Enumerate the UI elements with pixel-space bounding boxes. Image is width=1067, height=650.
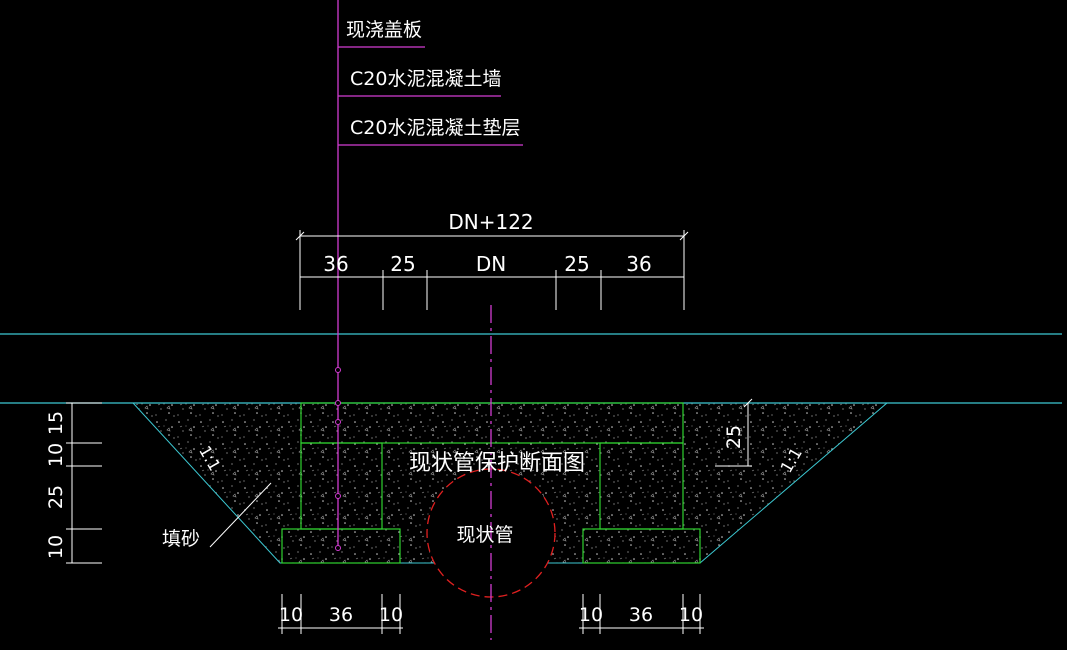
cover-slab [300,402,684,444]
left-dimensions: 15 10 25 10 [45,402,102,564]
callout-cushion: C20水泥混凝土垫层 [350,117,520,139]
callout-wall: C20水泥混凝土墙 [350,68,501,90]
right-dim-label: 25 [723,425,745,449]
bottom-left-dim-2: 36 [329,604,353,626]
dim-seg-1: 36 [323,252,348,276]
dim-seg-5: 36 [626,252,651,276]
callout-cover: 现浇盖板 [346,19,422,41]
dim-seg-2: 25 [390,252,415,276]
bottom-dimensions-left: 10 36 10 [278,594,403,634]
bottom-right-dim-2: 36 [629,604,653,626]
leader-node [335,545,341,551]
left-dim-3: 25 [45,485,67,509]
leader-node [335,493,341,499]
footing-right [582,528,701,564]
right-dimension: 25 [715,398,753,467]
leader-node [335,400,341,406]
sand-label: 填砂 [162,528,200,550]
bottom-left-dim-1: 10 [279,604,303,626]
top-dimension-segments: 36 25 DN 25 36 [300,252,684,310]
sand-leader-line [209,482,272,548]
leader-node [335,367,341,373]
bottom-left-dim-3: 10 [379,604,403,626]
bottom-right-dim-3: 10 [679,604,703,626]
left-dim-4: 10 [45,535,67,559]
bottom-dimensions-right: 10 36 10 [579,594,704,634]
drawing-title: 现状管保护断面图 [409,451,585,476]
bottom-right-dim-1: 10 [579,604,603,626]
leader-node [335,419,341,425]
left-dim-1: 15 [45,411,67,435]
top-dimension-overall: DN+122 [295,210,689,310]
dim-seg-4: 25 [564,252,589,276]
footing-left [281,528,401,564]
pipe-label: 现状管 [456,524,513,546]
dim-seg-3: DN [476,252,506,276]
dim-overall-label: DN+122 [448,210,533,234]
left-dim-2: 10 [45,443,67,467]
